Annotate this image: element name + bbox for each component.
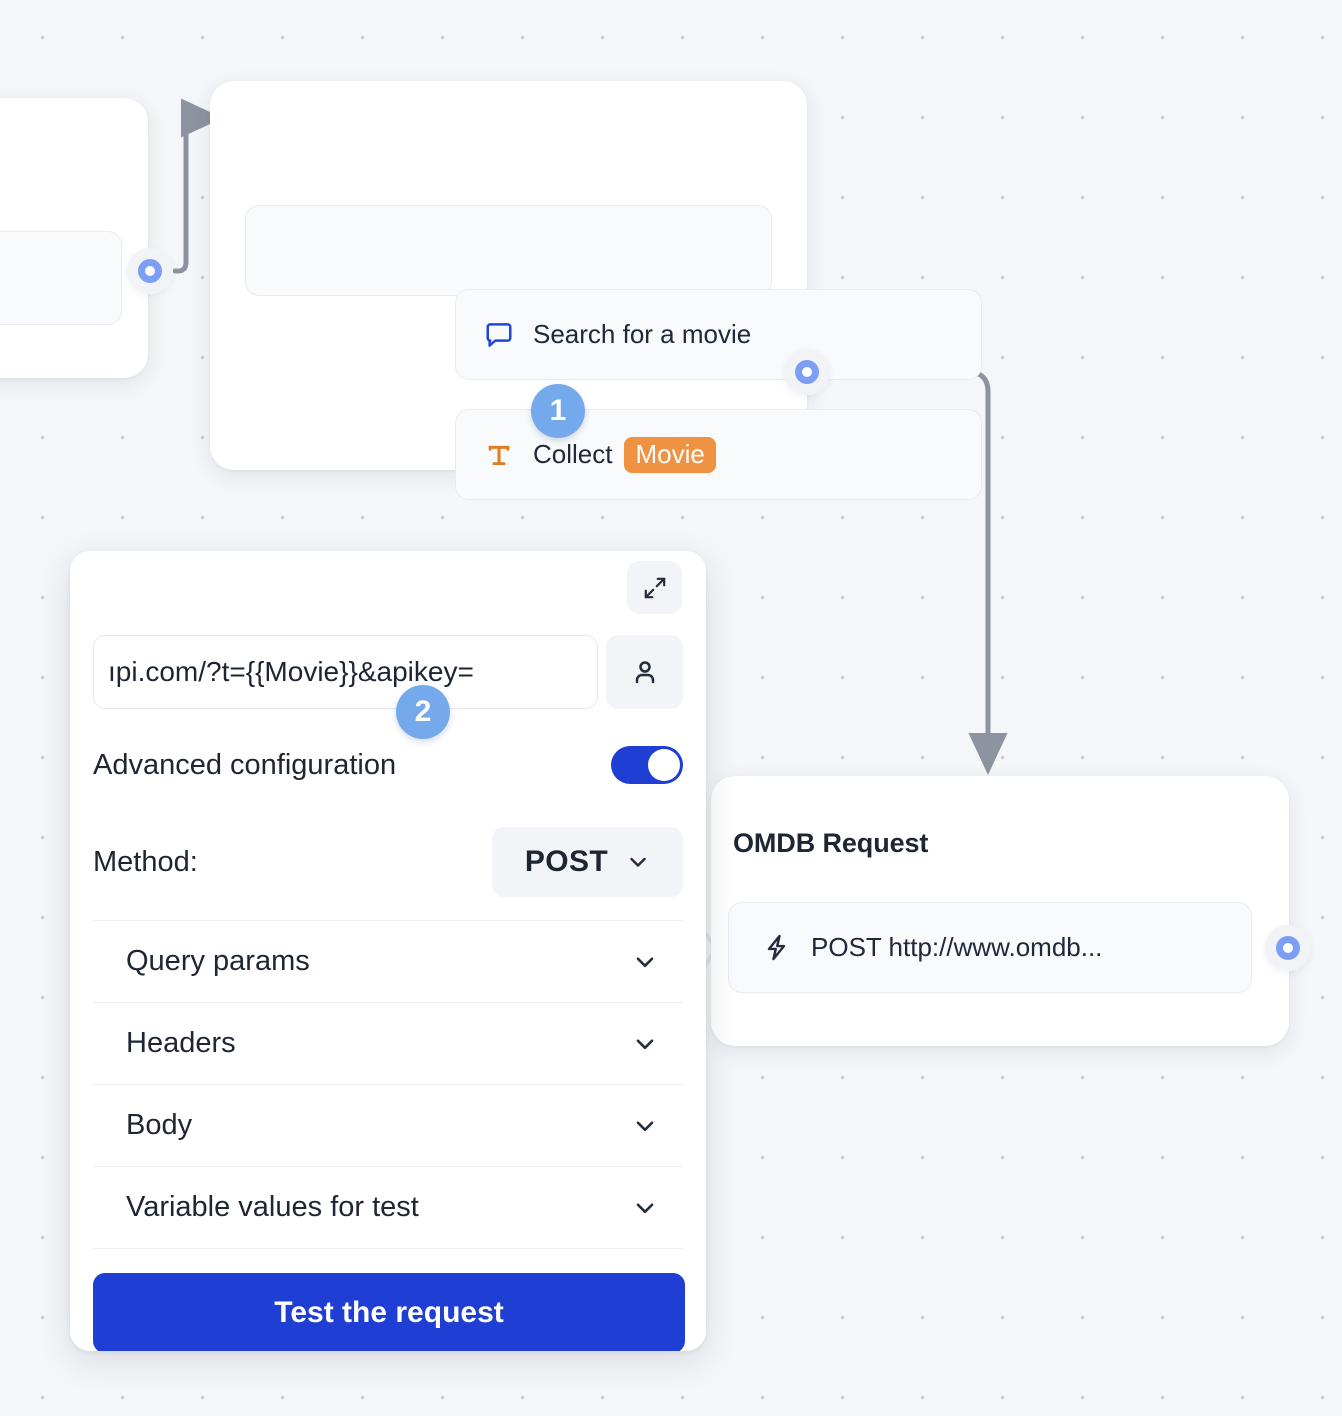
partial-node-output-port[interactable] bbox=[127, 248, 173, 294]
omdb-request-card[interactable]: OMDB Request POST http://www.omdb... bbox=[711, 776, 1289, 1046]
method-select[interactable]: POST bbox=[492, 827, 683, 897]
accordion-headers-label: Headers bbox=[126, 1027, 236, 1059]
expand-panel-button[interactable] bbox=[627, 561, 682, 614]
method-selected-value: POST bbox=[524, 845, 609, 878]
accordion-variable-values[interactable]: Variable values for test bbox=[93, 1167, 683, 1249]
lightning-bolt-icon bbox=[762, 933, 791, 962]
movie-search-row-collect-label: Collect Movie bbox=[533, 436, 716, 473]
omdb-request-row-label: POST http://www.omdb... bbox=[811, 932, 1103, 962]
step-badge-1: 1 bbox=[531, 384, 585, 438]
url-row: ıpi.com/?t={{Movie}}&apikey= bbox=[93, 635, 683, 709]
connector-partial-to-movie-search bbox=[172, 98, 223, 274]
advanced-configuration-label: Advanced configuration bbox=[93, 748, 397, 781]
auth-user-button[interactable] bbox=[606, 635, 683, 709]
omdb-request-row[interactable]: POST http://www.omdb... bbox=[728, 902, 1252, 993]
text-T-icon bbox=[485, 441, 513, 469]
expand-diagonal-icon bbox=[642, 575, 668, 601]
chevron-down-icon bbox=[632, 1031, 658, 1057]
chevron-down-icon bbox=[632, 1195, 658, 1221]
request-url-input[interactable]: ıpi.com/?t={{Movie}}&apikey= bbox=[93, 635, 598, 709]
accordion-variable-values-label: Variable values for test bbox=[126, 1191, 419, 1223]
method-row: Method: POST bbox=[93, 827, 683, 897]
advanced-configuration-row[interactable]: Advanced configuration bbox=[93, 746, 683, 784]
movie-search-row-search-label: Search for a movie bbox=[533, 319, 752, 349]
partial-node-row[interactable] bbox=[0, 231, 122, 325]
accordion-body-label: Body bbox=[126, 1109, 193, 1141]
accordion-headers[interactable]: Headers bbox=[93, 1003, 683, 1085]
accordion-query-params-label: Query params bbox=[126, 945, 310, 977]
movie-search-card[interactable]: Movie search Search for a movie bbox=[210, 81, 982, 500]
advanced-configuration-toggle[interactable] bbox=[611, 746, 683, 784]
person-icon bbox=[630, 657, 660, 687]
step-badge-2: 2 bbox=[396, 685, 450, 739]
movie-search-output-port[interactable] bbox=[784, 349, 830, 395]
variable-chip-movie[interactable]: Movie bbox=[624, 436, 716, 473]
omdb-request-title: OMDB Request bbox=[733, 828, 929, 858]
accordion-body[interactable]: Body bbox=[93, 1085, 683, 1167]
speech-bubble-icon bbox=[484, 320, 514, 350]
method-label: Method: bbox=[93, 845, 198, 878]
chevron-down-icon bbox=[632, 949, 658, 975]
chevron-down-icon bbox=[632, 1113, 658, 1139]
accordion-query-params[interactable]: Query params bbox=[93, 920, 683, 1003]
movie-search-row-search-box[interactable]: Search for a movie bbox=[455, 289, 982, 380]
movie-search-row-search[interactable] bbox=[245, 205, 772, 296]
chevron-down-icon bbox=[626, 850, 650, 874]
request-config-panel[interactable]: ıpi.com/?t={{Movie}}&apikey= Advanced co… bbox=[70, 551, 706, 1351]
omdb-request-output-port[interactable] bbox=[1265, 925, 1311, 971]
partial-node-card[interactable] bbox=[0, 98, 148, 378]
test-the-request-button[interactable]: Test the request bbox=[93, 1273, 685, 1351]
accordion-list: Query params Headers Body bbox=[93, 920, 685, 1351]
